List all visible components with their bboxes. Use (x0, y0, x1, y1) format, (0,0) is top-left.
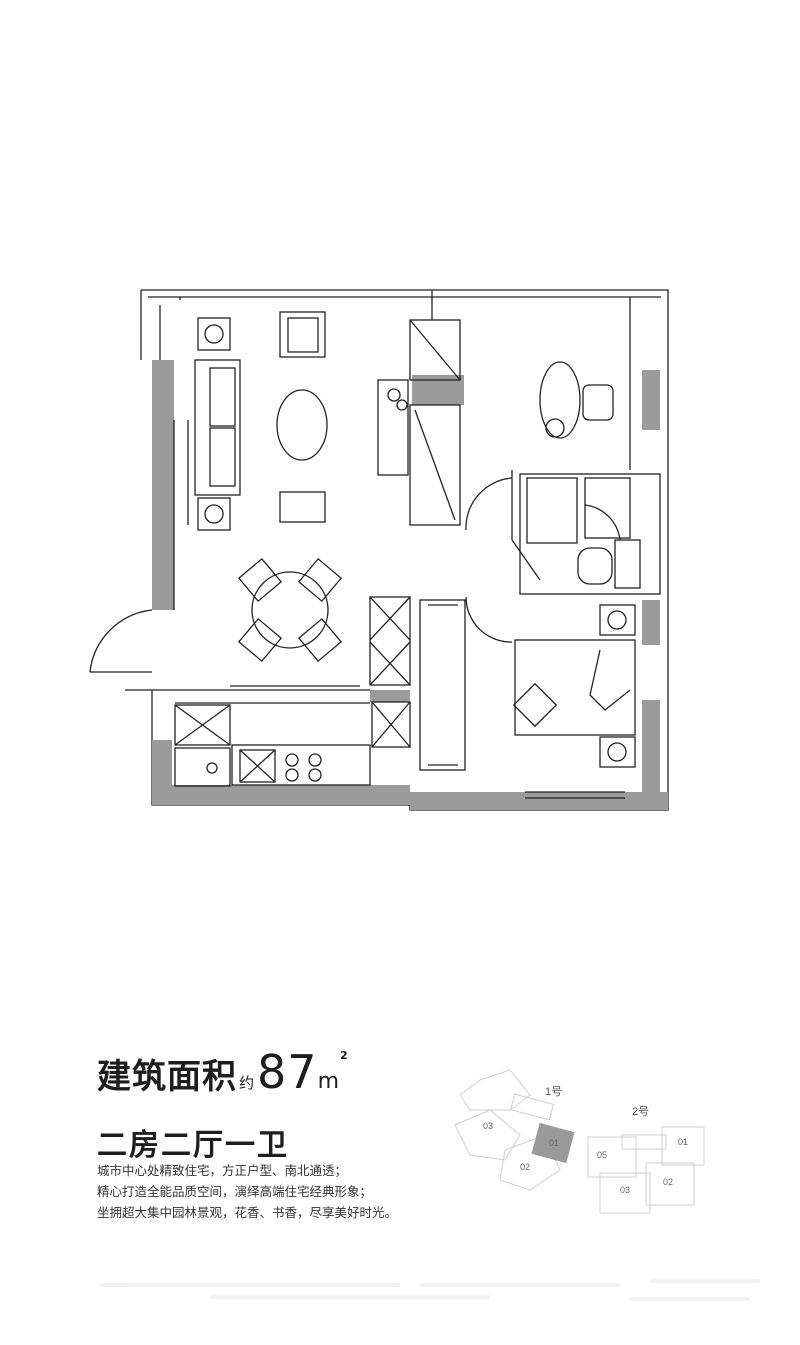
wall-right-1 (642, 370, 660, 430)
area-unit-sup: 2 (340, 1049, 349, 1062)
area-prefix: 建筑面积 (97, 1057, 237, 1097)
bathroom (519, 473, 661, 595)
description-line-1: 城市中心处精致住宅，方正户型、南北通透； (97, 1163, 348, 1178)
pantry-cabinet (369, 596, 411, 686)
fridge (174, 704, 231, 746)
sofa (194, 359, 241, 496)
wall-bottom-right (410, 792, 668, 810)
washer (174, 747, 231, 787)
area-unit: m (317, 1069, 340, 1094)
area-value: 87 (257, 1045, 318, 1099)
b2-unit-01: 01 (678, 1137, 688, 1147)
description-line-3: 坐拥超大集中园林景观，花香、书香，尽享美好时光。 (97, 1205, 398, 1220)
wall-left-upper (152, 360, 174, 610)
study-table (539, 361, 581, 439)
description: 城市中心处精致住宅，方正户型、南北通透； 精心打造全能品质空间，演绎高端住宅经典… (97, 1160, 397, 1223)
description-line-2: 精心打造全能品质空间，演绎高端住宅经典形象； (97, 1184, 373, 1199)
b2-unit-03: 03 (620, 1185, 630, 1195)
side-table-bottom (197, 497, 231, 531)
closet-1 (409, 319, 461, 381)
area-approx: 约 (239, 1074, 256, 1092)
wall-kitchen (370, 690, 410, 702)
media-unit (377, 379, 409, 476)
area-heading: 建筑面积约87m2 (97, 1045, 349, 1099)
building-1-label: 1号 (545, 1085, 562, 1098)
b1-unit-01: 01 (549, 1138, 559, 1148)
stove-burner (285, 753, 299, 767)
kitchen-counter (231, 744, 371, 786)
wall-right-3 (642, 700, 660, 795)
wardrobe (419, 599, 466, 771)
ottoman (279, 491, 326, 523)
b2-unit-05: 05 (597, 1150, 607, 1160)
building-2-label: 2号 (632, 1105, 649, 1118)
b2-unit-02: 02 (663, 1177, 673, 1187)
layout-type: 二房二厅一卫 (97, 1128, 289, 1163)
side-table-top (197, 317, 231, 351)
toilet (577, 547, 613, 585)
highlight-unit-block (531, 1122, 575, 1164)
site-plan: 1号 2号 03 01 02 05 01 03 02 (454, 1069, 705, 1214)
b1-unit-02: 02 (520, 1162, 530, 1172)
dining-table (251, 571, 329, 649)
entrance-door-arc (89, 609, 153, 673)
wall-bottom-left (152, 785, 410, 805)
armchair (279, 311, 326, 358)
bed (514, 639, 636, 736)
wall-right-2 (642, 600, 660, 645)
watermark (90, 1275, 770, 1315)
coffee-table (276, 389, 328, 461)
b1-unit-03: 03 (483, 1121, 493, 1131)
floor-plan (89, 289, 669, 811)
closet-2 (409, 404, 461, 526)
